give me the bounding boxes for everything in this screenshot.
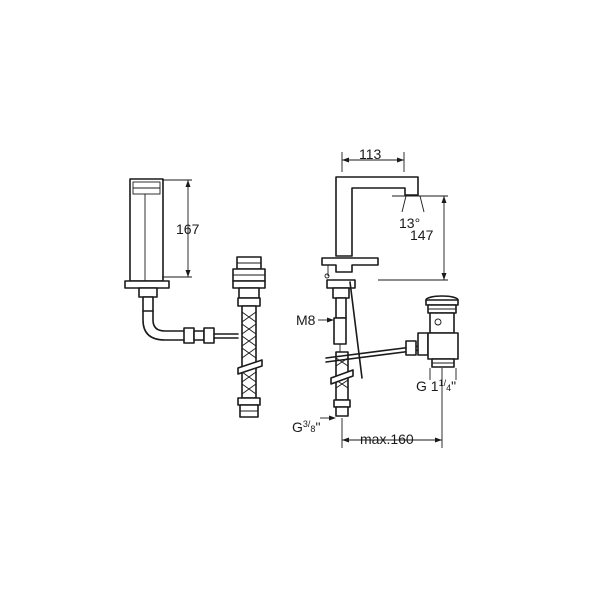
drain-body bbox=[429, 312, 455, 334]
dim-thread-m8: M8 bbox=[296, 312, 316, 328]
dim-spout-angle: 13° bbox=[399, 215, 420, 231]
faucet-body-side bbox=[129, 178, 164, 282]
drain-linkage bbox=[325, 345, 421, 359]
popup-rod bbox=[349, 281, 363, 379]
lever-handle bbox=[321, 257, 379, 273]
supply-hose-view bbox=[232, 256, 266, 418]
front-view: 113 13° 147 M8 G 11/4" G3/8" max.160 bbox=[292, 146, 459, 448]
flex-pipe-bend bbox=[142, 310, 186, 341]
dim-hose-thread: G3/8" bbox=[292, 419, 320, 435]
dim-max-distance: max.160 bbox=[360, 431, 414, 447]
dim-spout-reach: 113 bbox=[359, 146, 382, 162]
dim-height-left: 167 bbox=[176, 221, 200, 237]
dim-height-right: 147 bbox=[410, 227, 434, 243]
faucet-base-side bbox=[124, 280, 170, 289]
braided-hose bbox=[241, 305, 257, 399]
dim-drain-thread: G 11/4" bbox=[416, 378, 456, 394]
side-view: 167 bbox=[124, 178, 239, 344]
